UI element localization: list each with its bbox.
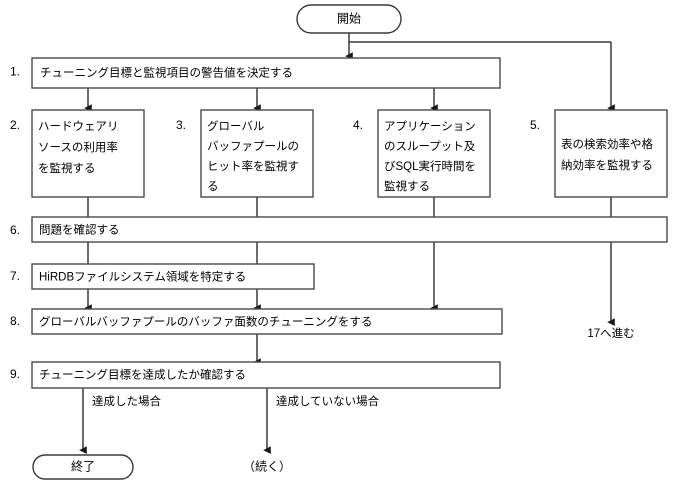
continue-node-label: （続く）: [243, 460, 291, 474]
step-1-number: 1.: [10, 65, 20, 79]
step-2-box: [31, 109, 145, 198]
step-3-box: [200, 109, 314, 198]
step-9-box: [31, 361, 501, 389]
step-4-line-2: のスループット及: [384, 140, 476, 153]
start-node-label: 開始: [337, 12, 361, 26]
step-4-line-3: びSQL実行時間を: [384, 159, 476, 173]
step-6: 6. 問題を確認する: [10, 216, 668, 243]
goto-17-label: 17へ進む: [587, 327, 634, 340]
step-7-box: [31, 263, 315, 290]
step-4-line-1: アプリケーション: [384, 120, 476, 133]
step-2-line-3: を監視する: [38, 161, 96, 175]
end-node: 終了: [32, 454, 134, 480]
step-8: 8. グローバルバッファプールのバッファ面数のチューニングをする: [10, 308, 503, 335]
step-3: 3. グローバル バッファプールの ヒット率を監視す る: [176, 109, 314, 198]
step-2-line-1: ハードウェアリ: [38, 120, 119, 133]
step-9-number: 9.: [10, 367, 20, 381]
step-5-box: [554, 109, 668, 198]
step-8-number: 8.: [10, 314, 20, 328]
step-1-box: [31, 57, 501, 89]
step-9: 9. チューニング目標を達成したか確認する: [10, 361, 501, 389]
step-4-number: 4.: [353, 118, 363, 132]
step-4-line-4: 監視する: [384, 179, 430, 193]
step-5: 5. 表の検索効率や格 納効率を監視する: [530, 109, 668, 198]
step-9-label: チューニング目標を達成したか確認する: [39, 368, 246, 382]
step-6-box: [31, 216, 668, 243]
continue-node: （続く）: [243, 460, 291, 474]
step-7: 7. HiRDBファイルシステム領域を特定する: [10, 263, 315, 290]
goto-17-note: 17へ進む: [587, 327, 634, 340]
step-4-box: [377, 109, 491, 198]
step-5-line-2: 納効率を監視する: [561, 158, 653, 172]
step-3-line-4: る: [207, 181, 219, 193]
step-3-line-2: バッファプールの: [207, 140, 299, 153]
branch-label-achieved: 達成した場合: [92, 394, 161, 408]
end-node-label: 終了: [71, 459, 95, 474]
step-7-label: HiRDBファイルシステム領域を特定する: [39, 270, 246, 284]
step-2: 2. ハードウェアリ ソースの利用率 を監視する: [10, 109, 145, 198]
step-1-label: チューニング目標と監視項目の警告値を決定する: [40, 66, 293, 80]
step-6-number: 6.: [10, 223, 20, 237]
start-node: 開始: [296, 4, 402, 34]
branch-labels: 達成した場合 達成していない場合: [92, 394, 380, 408]
step-8-box: [31, 308, 503, 335]
step-3-line-1: グローバル: [207, 119, 264, 133]
step-2-line-2: ソースの利用率: [38, 140, 118, 154]
step-1: 1. チューニング目標と監視項目の警告値を決定する: [10, 57, 501, 89]
step-3-number: 3.: [176, 118, 186, 132]
connector-layer: [79, 33, 615, 455]
step-2-number: 2.: [10, 118, 20, 132]
step-6-label: 問題を確認する: [39, 223, 120, 237]
end-node-shape: [32, 454, 134, 480]
step-5-line-1: 表の検索効率や格: [561, 137, 653, 151]
start-node-shape: [296, 4, 402, 34]
step-4: 4. アプリケーション のスループット及 びSQL実行時間を 監視する: [353, 109, 491, 198]
step-3-line-3: ヒット率を監視す: [207, 159, 299, 173]
branch-label-not-achieved: 達成していない場合: [276, 394, 380, 408]
step-7-number: 7.: [10, 269, 20, 283]
step-5-number: 5.: [530, 118, 540, 132]
step-8-label: グローバルバッファプールのバッファ面数のチューニングをする: [39, 315, 372, 329]
